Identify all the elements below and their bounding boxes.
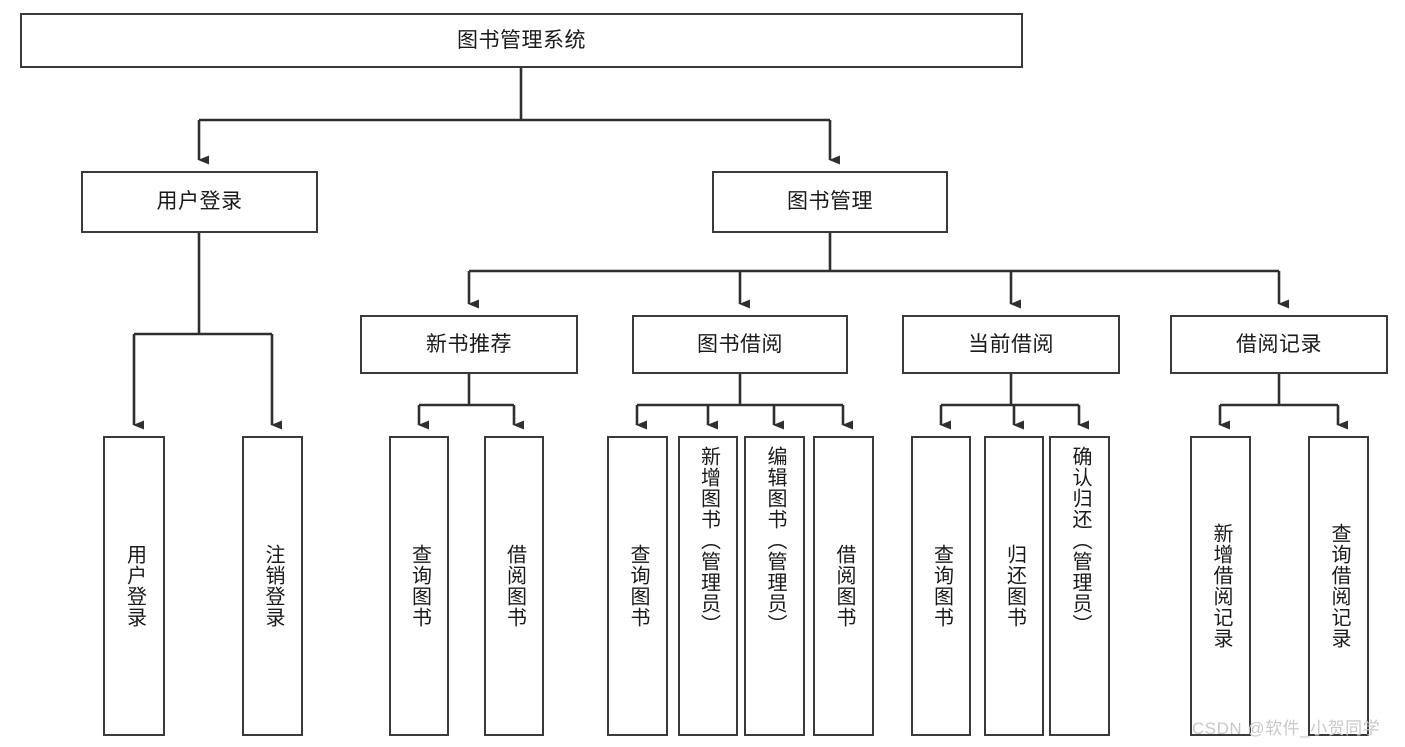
node-leaf-user-logout[interactable]: 注销登录 [242,436,303,736]
node-label: 编辑图书（管理员） [764,446,786,635]
node-leaf-confirm-return[interactable]: 确认归还（管理员） [1049,436,1110,736]
node-leaf-user-login[interactable]: 用户登录 [103,436,165,736]
node-leaf-edit-book[interactable]: 编辑图书（管理员） [744,436,805,736]
node-leaf-query-record[interactable]: 查询借阅记录 [1308,436,1369,736]
node-label: 查询借阅记录 [1328,523,1350,649]
node-label: 用户登录 [156,190,243,214]
node-label: 归还图书 [1003,544,1026,628]
node-label: 查询图书 [930,544,953,628]
node-label: 新增借阅记录 [1210,523,1232,649]
node-leaf-add-record[interactable]: 新增借阅记录 [1190,436,1251,736]
node-label: 查询图书 [627,544,649,628]
node-root[interactable]: 图书管理系统 [20,13,1023,68]
node-leaf-query-book-1[interactable]: 查询图书 [389,436,449,736]
node-leaf-add-book[interactable]: 新增图书（管理员） [678,436,738,736]
node-leaf-query-book-2[interactable]: 查询图书 [607,436,668,736]
node-new-book-recommend[interactable]: 新书推荐 [360,315,578,374]
node-label: 新增图书（管理员） [697,446,720,635]
node-user-login[interactable]: 用户登录 [81,171,318,233]
node-label: 图书借阅 [697,332,783,356]
node-book-borrow[interactable]: 图书借阅 [632,315,848,374]
node-label: 确认归还（管理员） [1069,446,1091,635]
node-label: 注销登录 [262,544,284,628]
node-leaf-return-book[interactable]: 归还图书 [984,436,1044,736]
node-label: 用户登录 [123,544,146,628]
node-label: 当前借阅 [968,332,1054,356]
node-current-borrow[interactable]: 当前借阅 [902,315,1120,374]
node-label: 图书管理 [787,190,873,214]
node-label: 借阅记录 [1236,332,1322,356]
node-leaf-borrow-book-2[interactable]: 借阅图书 [813,436,874,736]
node-leaf-borrow-book-1[interactable]: 借阅图书 [484,436,544,736]
node-book-management[interactable]: 图书管理 [712,171,948,233]
node-leaf-query-book-3[interactable]: 查询图书 [911,436,971,736]
node-borrow-records[interactable]: 借阅记录 [1170,315,1388,374]
node-label: 查询图书 [408,544,431,628]
node-label: 借阅图书 [833,544,855,628]
csdn-watermark: CSDN @软件_小贺同学 [1192,719,1381,738]
node-label: 图书管理系统 [457,28,586,52]
node-label: 新书推荐 [426,332,512,356]
node-label: 借阅图书 [503,544,526,628]
